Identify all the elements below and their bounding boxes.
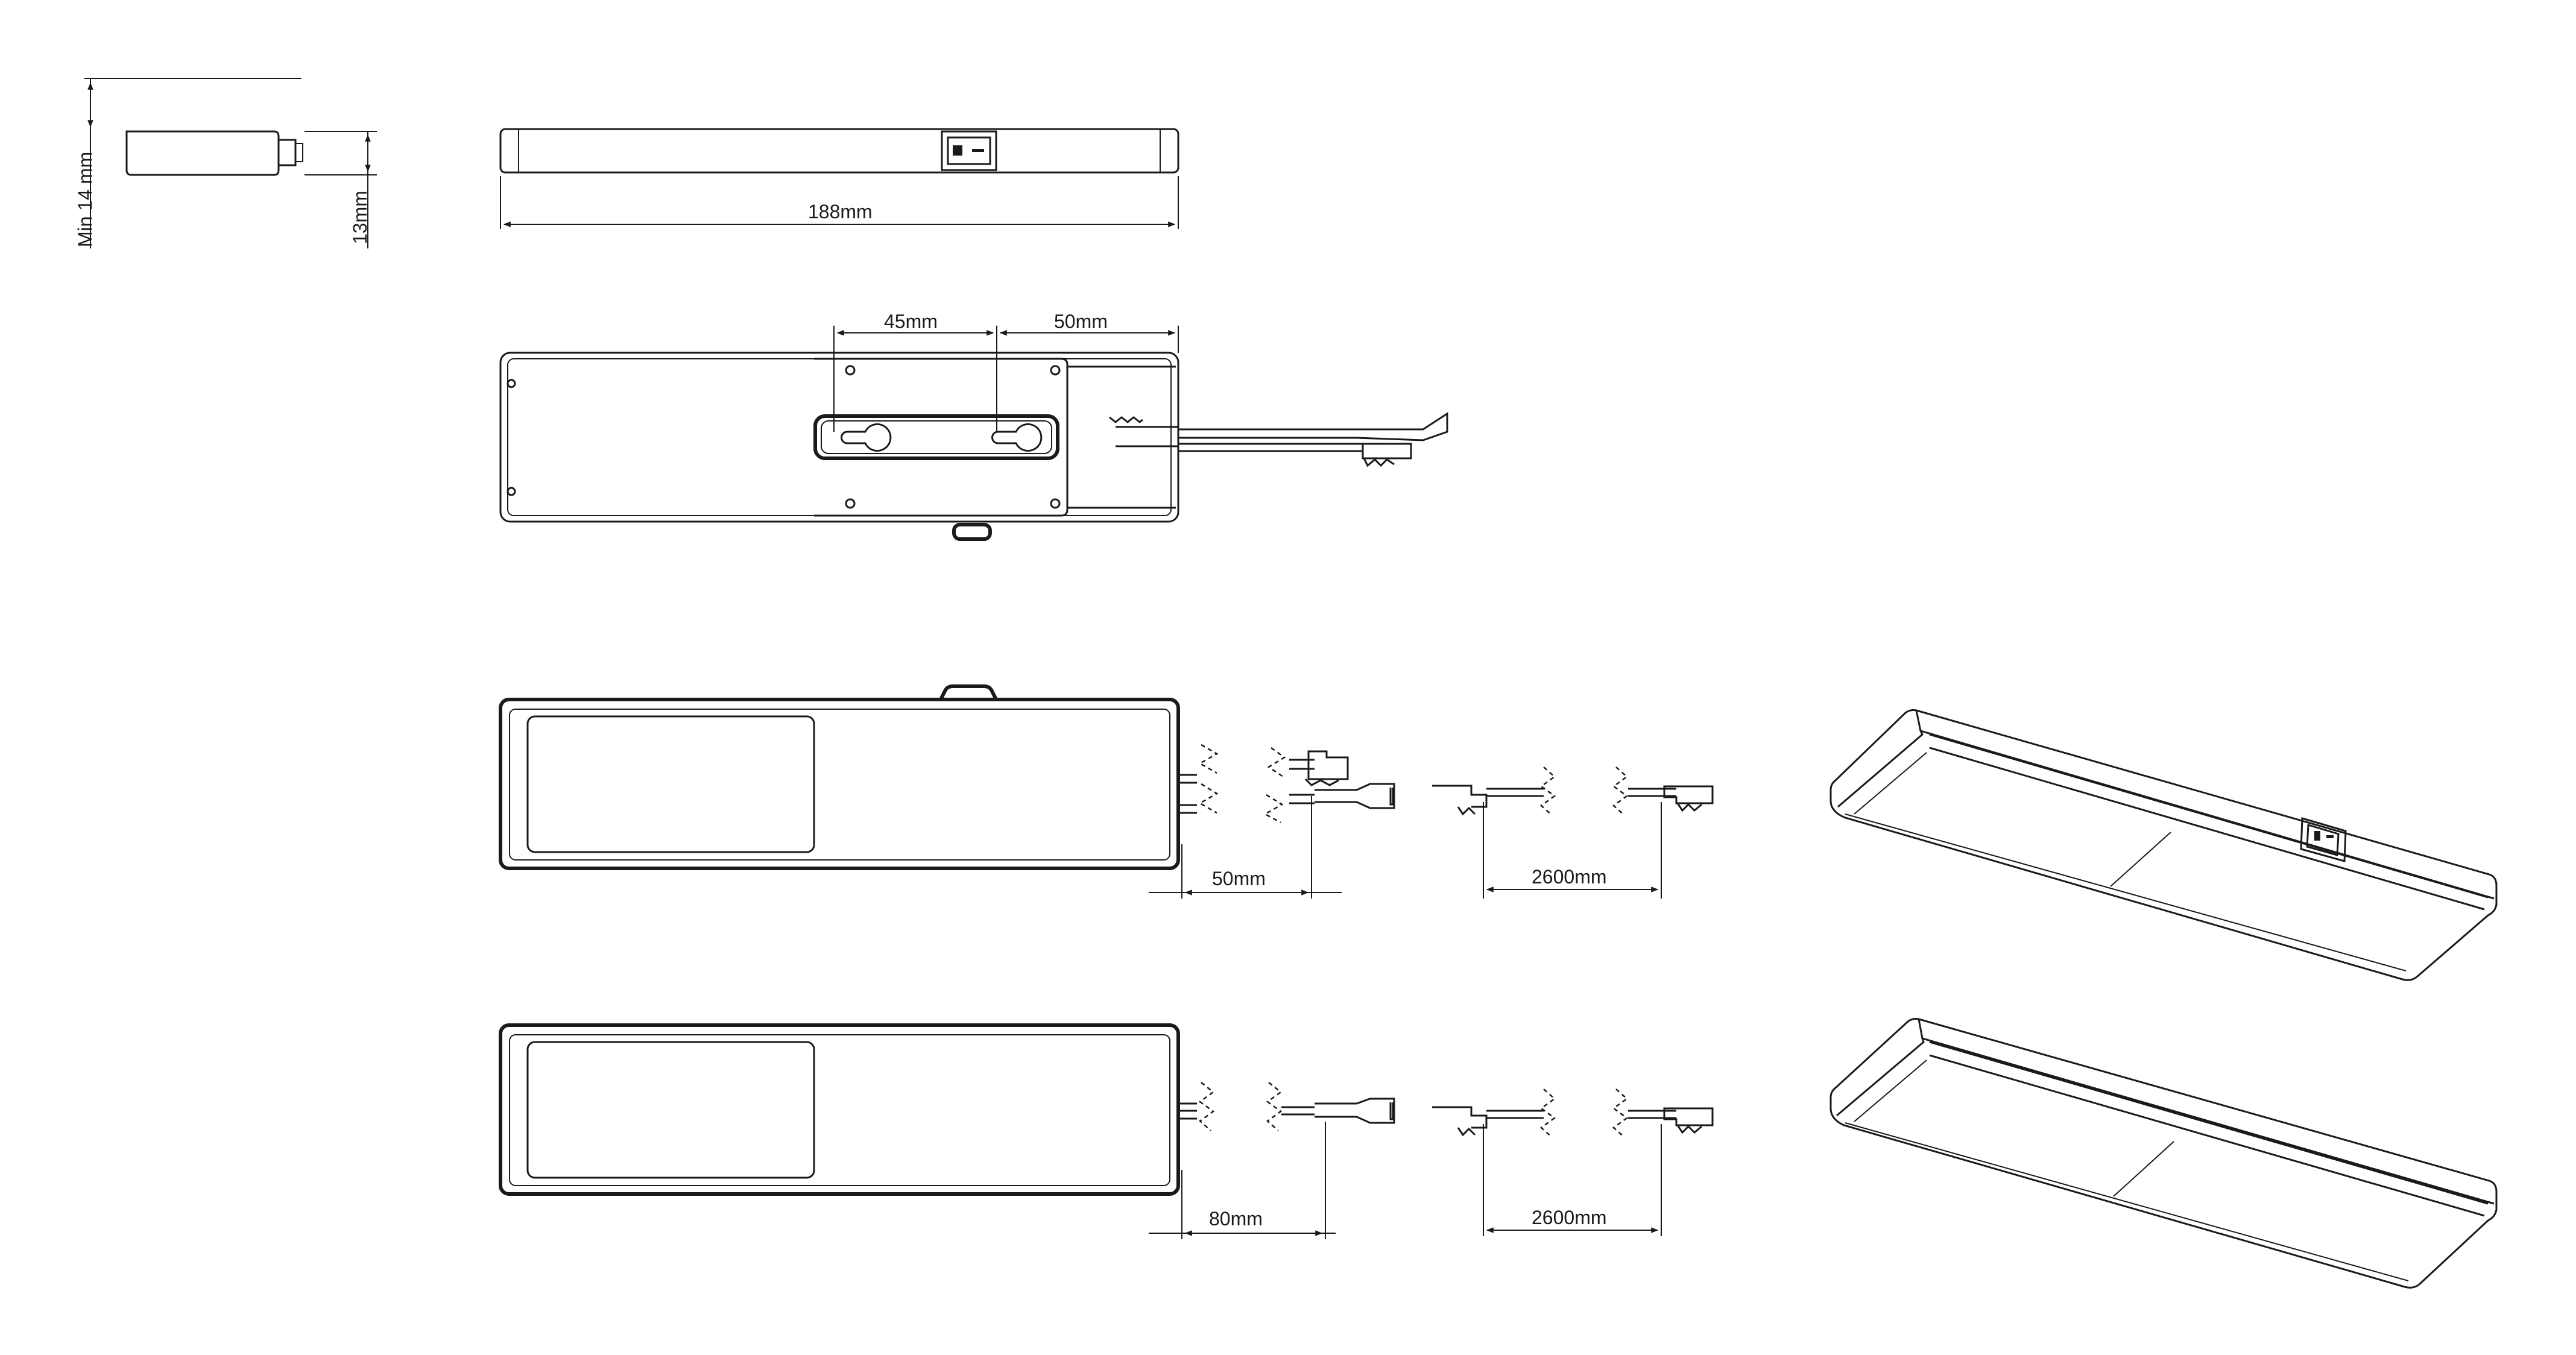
isometric-switch-version xyxy=(1829,709,2498,981)
height-label: 13mm xyxy=(349,191,371,244)
plain-version-view xyxy=(499,1023,1714,1239)
min-depth-label: Min 14 mm xyxy=(74,152,96,247)
cable-switch-label: 2600mm xyxy=(1532,866,1607,888)
switch-version-view xyxy=(499,684,1714,899)
keyhole-spacing-label: 45mm xyxy=(884,311,938,332)
length-label: 188mm xyxy=(808,201,873,223)
isometric-plain-version xyxy=(1829,1018,2498,1289)
lead-switch-label: 50mm xyxy=(1212,868,1266,889)
cable-plain-label: 2600mm xyxy=(1532,1207,1607,1228)
side-view xyxy=(84,78,377,248)
front-view xyxy=(499,128,1179,229)
lead-plain-label: 80mm xyxy=(1209,1208,1263,1230)
bottom-view xyxy=(499,326,1448,541)
keyhole-to-end-label: 50mm xyxy=(1054,311,1108,332)
